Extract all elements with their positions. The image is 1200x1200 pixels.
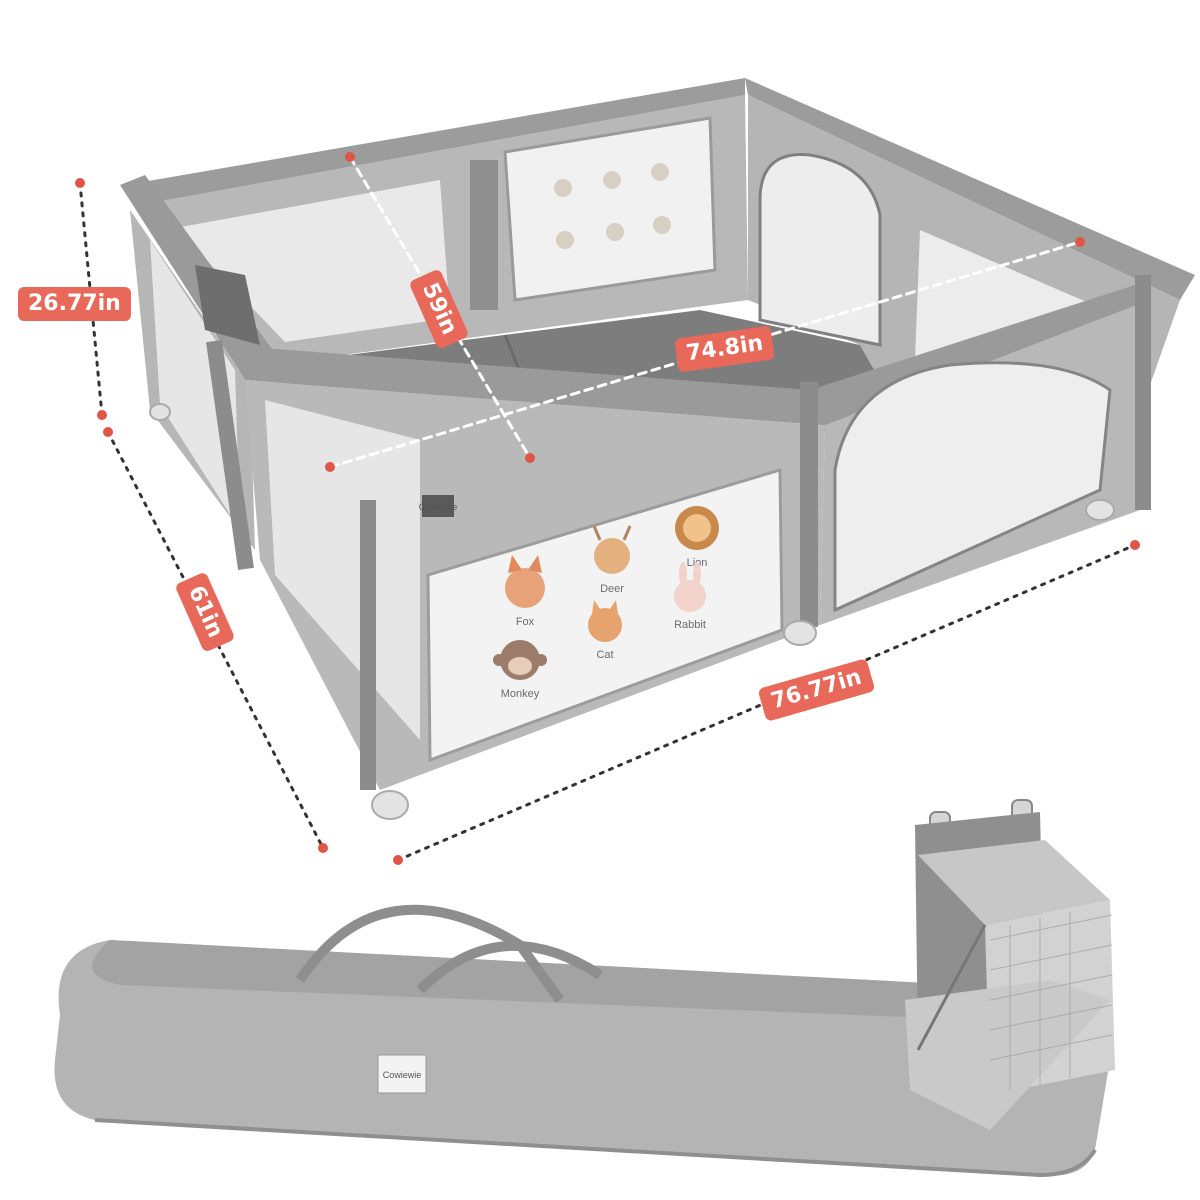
svg-text:Fox: Fox bbox=[516, 616, 535, 628]
carry-bag: Cowiewie bbox=[54, 904, 1112, 1178]
animal-icons: Fox Deer Lion Monkey bbox=[493, 506, 719, 700]
side-pouch bbox=[195, 265, 260, 345]
brand-tag-label: Cowiewie bbox=[419, 502, 458, 512]
front-left-wall-mesh bbox=[265, 400, 420, 740]
svg-text:Monkey: Monkey bbox=[501, 688, 540, 700]
back-picture-panel bbox=[503, 116, 717, 302]
fox-icon: Fox bbox=[505, 555, 545, 628]
bag-brand-text: Cowiewie bbox=[383, 1070, 422, 1080]
left-wall-mesh bbox=[150, 240, 240, 530]
brand-tag bbox=[422, 495, 454, 517]
back-wall bbox=[125, 78, 745, 205]
playpen: Cowiewie Fox Deer Lion bbox=[120, 78, 1195, 820]
height-label: 26.77in bbox=[18, 287, 131, 321]
svg-text:Deer: Deer bbox=[600, 583, 624, 595]
front-right-zip-door bbox=[833, 361, 1112, 613]
height-dimension-line bbox=[78, 181, 104, 417]
bag-brand-label bbox=[377, 1054, 427, 1094]
deer-icon: Deer bbox=[592, 525, 632, 595]
monkey-icon: Monkey bbox=[493, 640, 547, 700]
svg-text:Cat: Cat bbox=[596, 649, 613, 661]
bag-handle bbox=[295, 904, 565, 1003]
lion-icon: Lion bbox=[675, 506, 719, 569]
rabbit-icon: Rabbit bbox=[674, 562, 706, 631]
front-left-wall bbox=[225, 345, 825, 425]
svg-text:Rabbit: Rabbit bbox=[674, 619, 706, 631]
right-wall-zip-door bbox=[758, 153, 882, 347]
back-wall-mesh bbox=[175, 180, 450, 342]
storage-basket bbox=[905, 799, 1115, 1130]
cat-icon: Cat bbox=[588, 600, 622, 661]
